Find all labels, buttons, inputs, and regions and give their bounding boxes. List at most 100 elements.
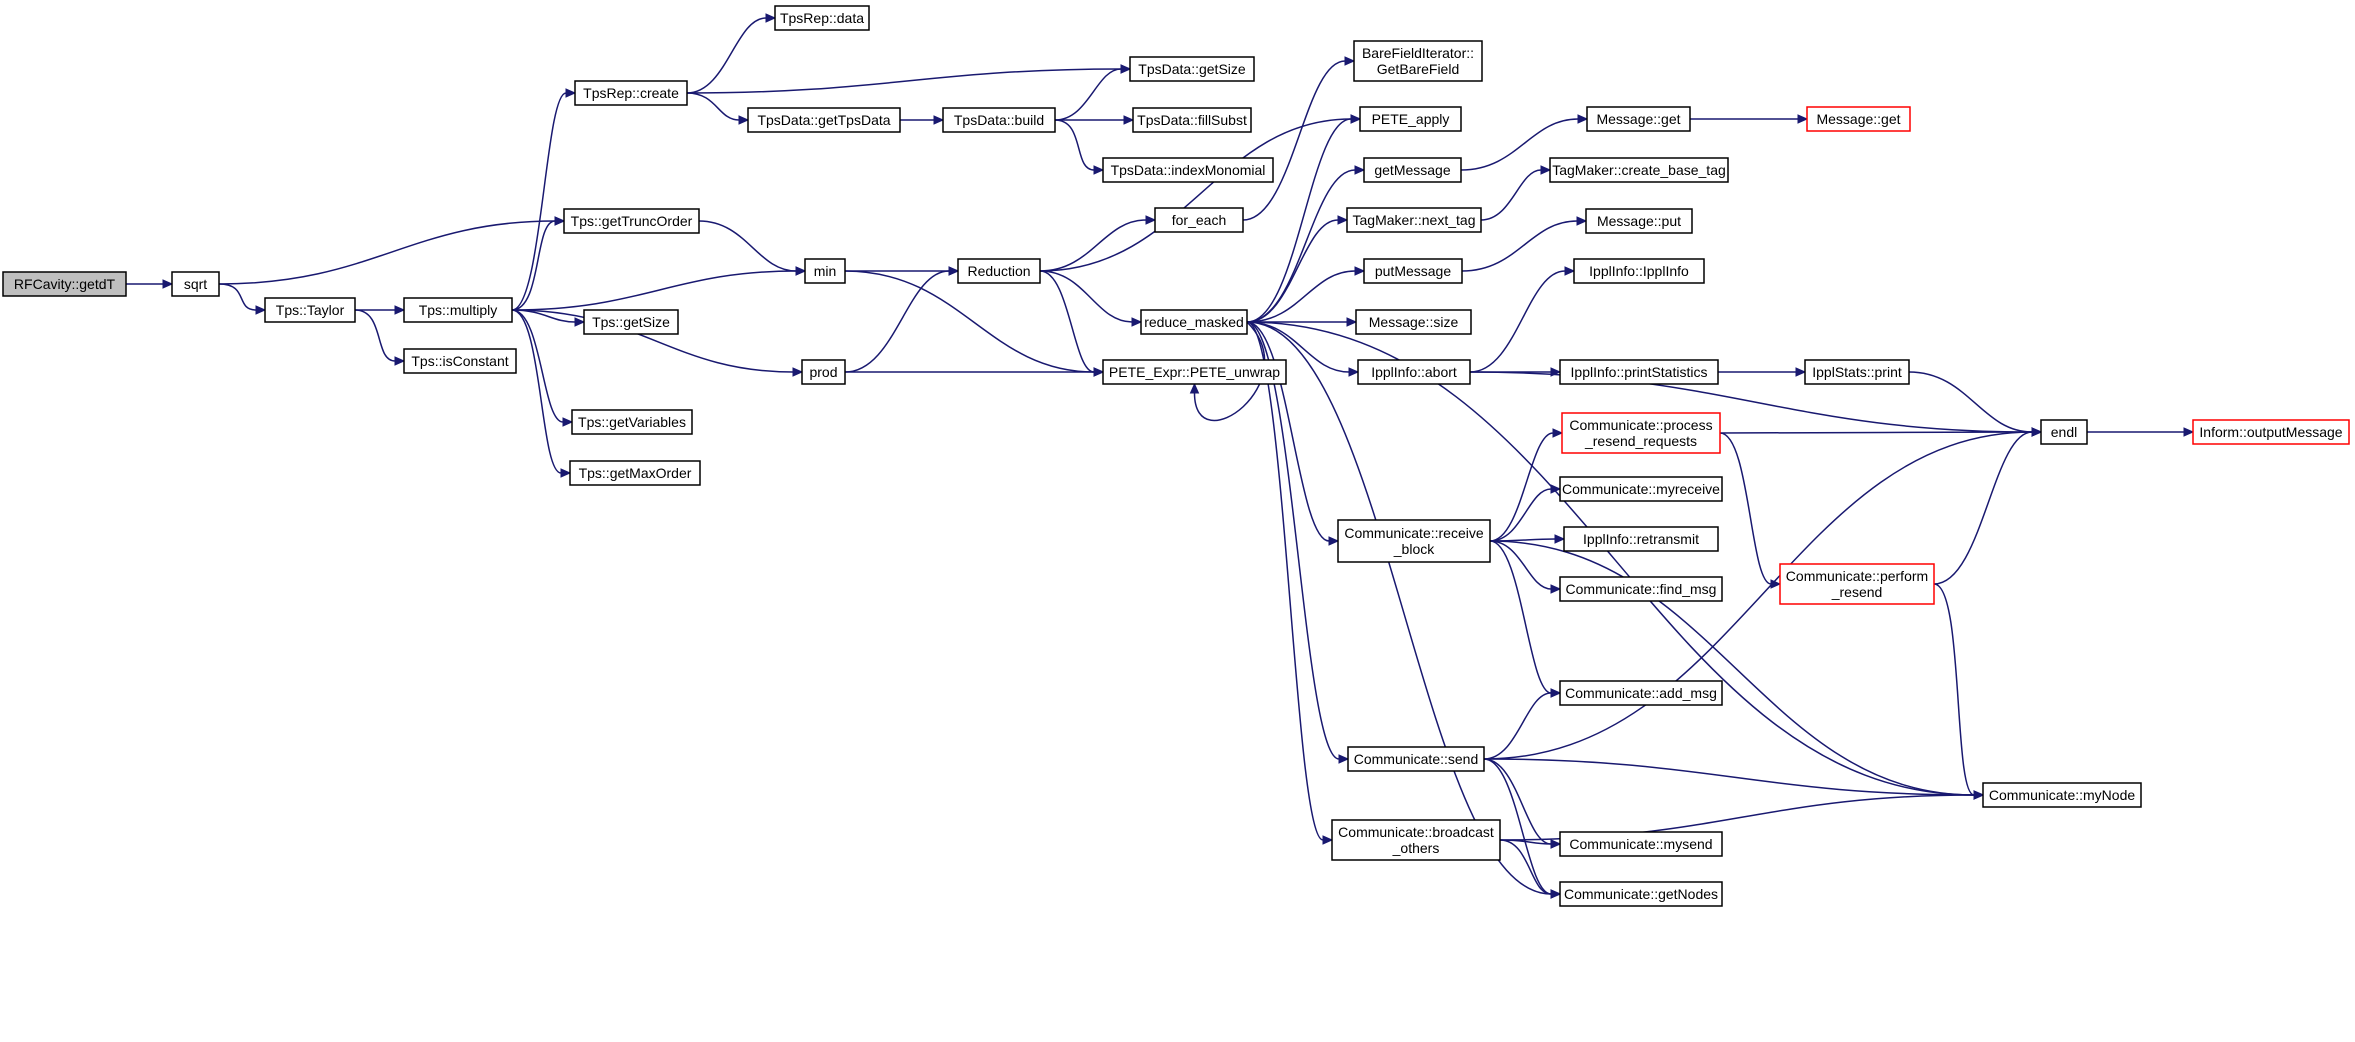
node-label: Message::get <box>1596 111 1680 127</box>
graph-node-tps-taylor[interactable]: Tps::Taylor <box>264 297 356 323</box>
graph-node-pete-expr-pete-unwrap[interactable]: PETE_Expr::PETE_unwrap <box>1102 359 1287 385</box>
graph-node-tpsdata-indexmonomial[interactable]: TpsData::indexMonomial <box>1102 157 1274 183</box>
node-label: _others <box>1392 840 1440 856</box>
graph-node-reduce-masked[interactable]: reduce_masked <box>1140 309 1248 335</box>
graph-node-ipplinfo-abort[interactable]: IpplInfo::abort <box>1357 359 1471 385</box>
node-label: TpsData::fillSubst <box>1137 112 1247 128</box>
node-label: Communicate::mysend <box>1569 836 1712 852</box>
arrowhead <box>1093 165 1105 175</box>
graph-node-communicate-mysend[interactable]: Communicate::mysend <box>1559 831 1723 857</box>
graph-node-tpsrep-data[interactable]: TpsRep::data <box>774 5 870 31</box>
graph-node-prod[interactable]: prod <box>801 359 846 385</box>
graph-node-message-get[interactable]: Message::get <box>1586 106 1691 132</box>
graph-node-pete-apply[interactable]: PETE_apply <box>1359 106 1462 132</box>
call-edge <box>1246 321 1340 546</box>
graph-node-tps-getsize[interactable]: Tps::getSize <box>583 309 679 335</box>
call-edge <box>1489 540 1562 594</box>
graph-node-barefielditerator-getbarefield[interactable]: BareFieldIterator::GetBareField <box>1353 40 1483 82</box>
call-edge <box>686 92 750 125</box>
graph-node-rfcavity-getdt[interactable]: RFCavity::getdT <box>2 271 127 297</box>
graph-node-min[interactable]: min <box>804 258 846 284</box>
node-label: _resend <box>1831 584 1883 600</box>
node-box <box>1363 258 1463 284</box>
graph-node-tpsdata-gettpsdata[interactable]: TpsData::getTpsData <box>747 107 901 133</box>
node-label: _block <box>1393 541 1435 557</box>
node-label: TpsData::getSize <box>1138 61 1246 77</box>
call-edge <box>218 283 267 315</box>
arrowhead <box>1350 114 1362 124</box>
graph-node-communicate-getnodes[interactable]: Communicate::getNodes <box>1559 881 1723 907</box>
node-label: Communicate::receive <box>1344 525 1483 541</box>
node-label: putMessage <box>1375 263 1451 279</box>
node-label: PETE_Expr::PETE_unwrap <box>1109 364 1280 380</box>
node-label: _resend_requests <box>1584 433 1697 449</box>
node-label: Message::get <box>1816 111 1900 127</box>
graph-node-tps-multiply[interactable]: Tps::multiply <box>403 297 513 323</box>
call-edge <box>1718 367 1807 377</box>
graph-node-message-put[interactable]: Message::put <box>1585 208 1693 234</box>
node-label: Communicate::perform <box>1786 568 1928 584</box>
node-box <box>747 107 901 133</box>
graph-node-tps-gettruncorder[interactable]: Tps::getTruncOrder <box>563 208 700 234</box>
arrowhead <box>1322 835 1334 845</box>
call-edge <box>1489 428 1564 542</box>
graph-node-tpsdata-fillsubst[interactable]: TpsData::fillSubst <box>1132 107 1252 133</box>
call-edge <box>1246 321 1350 764</box>
call-edge <box>1039 270 1105 377</box>
node-label: endl <box>2051 424 2077 440</box>
call-edge <box>1483 758 1985 800</box>
graph-node-tps-getmaxorder[interactable]: Tps::getMaxOrder <box>569 460 701 486</box>
node-label: RFCavity::getdT <box>14 276 116 292</box>
arrowhead <box>1552 428 1564 438</box>
graph-node-inform-outputmessage[interactable]: Inform::outputMessage <box>2192 419 2350 445</box>
node-box <box>1129 56 1255 82</box>
graph-node-communicate-myreceive[interactable]: Communicate::myreceive <box>1559 476 1723 502</box>
graph-node-ipplstats-print[interactable]: IpplStats::print <box>1804 359 1910 385</box>
graph-node-message-size[interactable]: Message::size <box>1355 309 1472 335</box>
graph-node-endl[interactable]: endl <box>2040 419 2088 445</box>
graph-node-for-each[interactable]: for_each <box>1154 207 1244 233</box>
graph-node-reduction[interactable]: Reduction <box>957 258 1041 284</box>
call-edge <box>698 220 807 276</box>
graph-node-communicate-broadcast-others[interactable]: Communicate::broadcast_others <box>1331 819 1501 861</box>
arrowhead <box>738 115 750 125</box>
node-label: min <box>814 263 837 279</box>
graph-node-tps-getvariables[interactable]: Tps::getVariables <box>571 409 693 435</box>
node-box <box>583 309 679 335</box>
graph-node-tpsdata-build[interactable]: TpsData::build <box>942 107 1056 133</box>
graph-node-communicate-perform-resend[interactable]: Communicate::perform_resend <box>1779 563 1935 605</box>
graph-node-tpsrep-create[interactable]: TpsRep::create <box>574 80 688 106</box>
graph-node-message-get[interactable]: Message::get <box>1806 106 1911 132</box>
graph-node-communicate-find-msg[interactable]: Communicate::find_msg <box>1559 576 1723 602</box>
node-box <box>1804 359 1910 385</box>
graph-node-putmessage[interactable]: putMessage <box>1363 258 1463 284</box>
graph-node-communicate-mynode[interactable]: Communicate::myNode <box>1982 782 2142 808</box>
graph-node-tagmaker-create-base-tag[interactable]: TagMaker::create_base_tag <box>1549 157 1729 183</box>
graph-node-tpsdata-getsize[interactable]: TpsData::getSize <box>1129 56 1255 82</box>
graph-node-communicate-send[interactable]: Communicate::send <box>1347 746 1485 772</box>
graph-node-ipplinfo-ipplinfo[interactable]: IpplInfo::IpplInfo <box>1573 258 1705 284</box>
graph-node-ipplinfo-retransmit[interactable]: IpplInfo::retransmit <box>1563 526 1719 552</box>
graph-node-sqrt[interactable]: sqrt <box>171 271 220 297</box>
node-label: GetBareField <box>1377 61 1459 77</box>
node-label: getMessage <box>1374 162 1450 178</box>
call-edge <box>511 88 577 311</box>
graph-node-getmessage[interactable]: getMessage <box>1363 157 1462 183</box>
node-box <box>1559 476 1723 502</box>
arrowhead <box>1131 317 1143 327</box>
node-box <box>563 208 700 234</box>
graph-node-communicate-add-msg[interactable]: Communicate::add_msg <box>1559 680 1723 706</box>
graph-node-communicate-process-resend-requests[interactable]: Communicate::process_resend_requests <box>1561 412 1721 454</box>
call-edge <box>1246 215 1349 323</box>
call-edge <box>126 279 174 289</box>
node-box <box>574 80 688 106</box>
graph-node-tps-isconstant[interactable]: Tps::isConstant <box>403 348 517 374</box>
call-edge <box>1489 484 1562 542</box>
node-label: Communicate::process <box>1569 417 1712 433</box>
arrowhead <box>1797 114 1809 124</box>
graph-node-communicate-receive-block[interactable]: Communicate::receive_block <box>1337 519 1491 563</box>
node-box <box>2192 419 2350 445</box>
arrowhead <box>1348 367 1360 377</box>
graph-node-tagmaker-next-tag[interactable]: TagMaker::next_tag <box>1346 207 1482 233</box>
graph-node-ipplinfo-printstatistics[interactable]: IpplInfo::printStatistics <box>1559 359 1719 385</box>
